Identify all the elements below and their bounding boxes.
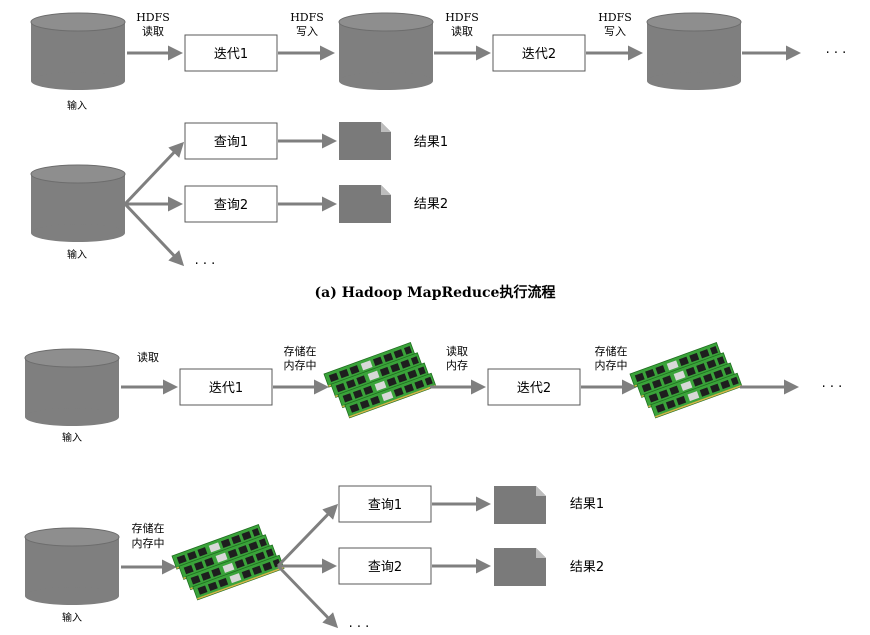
store-label-line1: 存储在 xyxy=(595,344,628,358)
query-1-label: 查询1 xyxy=(214,135,248,150)
caption-a: (a) Hadoop MapReduce执行流程 xyxy=(315,284,556,301)
read-memory-line1: 读取 xyxy=(446,344,468,358)
arrow xyxy=(123,141,185,206)
read-memory-line2: 内存 xyxy=(446,358,468,372)
input-label: 输入 xyxy=(67,248,87,261)
query-2-box xyxy=(338,547,432,585)
ellipsis: · · · xyxy=(349,620,370,635)
result-2-label: 结果2 xyxy=(414,197,448,212)
query-2-box xyxy=(184,185,278,223)
read-label: 读取 xyxy=(142,24,164,38)
hdfs-label: HDFS xyxy=(290,11,324,24)
ellipsis: · · · xyxy=(826,46,847,61)
ellipsis: · · · xyxy=(195,257,216,272)
store-label-line2: 内存中 xyxy=(595,358,628,372)
document-icon xyxy=(339,185,391,223)
result-1-label: 结果1 xyxy=(570,497,604,512)
query-2-label: 查询2 xyxy=(368,560,402,575)
query-1-label: 查询1 xyxy=(368,498,402,513)
ellipsis: · · · xyxy=(822,380,843,395)
iteration-2-box xyxy=(487,368,581,406)
store-label-line1: 存储在 xyxy=(132,521,165,535)
cylinder-icon xyxy=(30,12,126,91)
result-1-label: 结果1 xyxy=(414,135,448,150)
read-label: 读取 xyxy=(137,350,159,364)
iteration-2-label: 迭代2 xyxy=(517,381,551,396)
document-icon xyxy=(494,548,546,586)
iteration-1-box xyxy=(184,34,278,72)
write-label: 写入 xyxy=(296,25,318,38)
read-label: 读取 xyxy=(451,24,473,38)
document-icon xyxy=(494,486,546,524)
iteration-1-label: 迭代1 xyxy=(214,47,248,62)
arrow xyxy=(276,503,339,568)
input-label: 输入 xyxy=(62,611,82,624)
document-icon xyxy=(339,122,391,160)
write-label: 写入 xyxy=(604,25,626,38)
store-label-line1: 存储在 xyxy=(284,344,317,358)
hdfs-label: HDFS xyxy=(136,11,170,24)
cylinder-icon xyxy=(24,348,120,427)
query-1-box xyxy=(338,485,432,523)
iteration-1-box xyxy=(179,368,273,406)
hdfs-label: HDFS xyxy=(598,11,632,24)
input-label: 输入 xyxy=(62,431,82,444)
result-2-label: 结果2 xyxy=(570,560,604,575)
iteration-2-label: 迭代2 xyxy=(522,47,556,62)
cylinder-icon xyxy=(646,12,742,91)
ram-module-icon xyxy=(630,339,742,421)
input-label: 输入 xyxy=(67,99,87,112)
store-label-line2: 内存中 xyxy=(132,536,165,550)
cylinder-icon xyxy=(338,12,434,91)
cylinder-icon xyxy=(24,527,120,606)
cylinder-icon xyxy=(30,164,126,243)
store-label-line2: 内存中 xyxy=(284,358,317,372)
query-1-box xyxy=(184,122,278,160)
arrow xyxy=(276,564,339,629)
iteration-2-box xyxy=(492,34,586,72)
ram-module-icon xyxy=(324,339,436,421)
query-2-label: 查询2 xyxy=(214,198,248,213)
arrow xyxy=(123,202,185,267)
ram-module-icon xyxy=(172,521,284,603)
iteration-1-label: 迭代1 xyxy=(209,381,243,396)
hdfs-label: HDFS xyxy=(445,11,479,24)
